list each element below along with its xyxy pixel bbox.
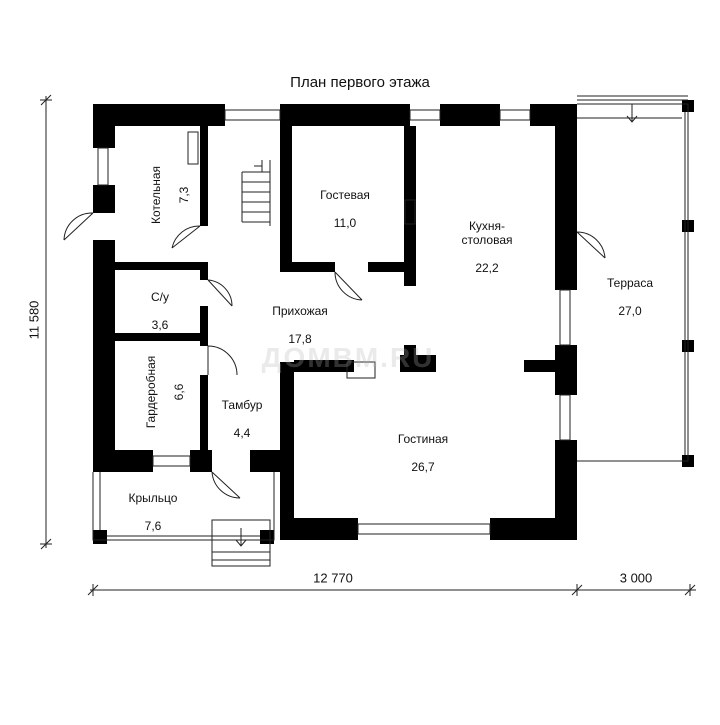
room-name: Котельная xyxy=(149,165,163,225)
room-label-porch: Крыльцо 7,6 xyxy=(129,477,178,533)
wall-bottom-right xyxy=(280,518,358,540)
wall-bottom-left xyxy=(93,450,153,472)
room-name: Гардеробная xyxy=(144,355,158,429)
room-area: 4,4 xyxy=(233,426,251,440)
room-label-kitchen: Кухня- столовая 22,2 xyxy=(462,205,513,275)
thin-lines xyxy=(63,95,689,567)
room-name: Тамбур xyxy=(221,398,263,412)
room-area: 26,7 xyxy=(411,460,435,474)
door-terrace xyxy=(576,231,606,259)
wall-boiler-bottom xyxy=(115,262,208,270)
window-right-2 xyxy=(559,394,571,441)
room-area: 17,8 xyxy=(288,332,312,346)
porch-steps xyxy=(211,519,271,567)
room-area: 22,2 xyxy=(475,261,499,275)
terrace-arrow xyxy=(626,104,638,123)
wall-guest-left xyxy=(280,126,292,272)
porch-arrow xyxy=(235,528,247,547)
window-right-1 xyxy=(559,289,571,346)
wall-left-top xyxy=(93,104,115,148)
wall-wardrobe-right xyxy=(200,306,208,346)
room-label-vestibule: Тамбур 4,4 xyxy=(222,384,263,440)
wall-top-left xyxy=(93,104,225,126)
boiler-unit xyxy=(187,131,199,165)
room-area: 6,6 xyxy=(172,383,186,401)
wall-wc-right xyxy=(200,262,208,280)
terrace-rail xyxy=(577,112,686,455)
door-wardrobe xyxy=(207,345,238,376)
wall-top-mid2 xyxy=(440,104,500,126)
window-left-1 xyxy=(97,147,109,186)
room-name: Прихожая xyxy=(272,304,328,318)
stairs xyxy=(241,160,271,226)
room-label-boiler: Котельная 7,3 xyxy=(135,166,191,224)
room-label-hall: Прихожая 17,8 xyxy=(272,290,328,346)
wall-living-top xyxy=(294,360,354,372)
room-area: 3,6 xyxy=(151,318,169,332)
wall-left-low xyxy=(93,240,115,472)
dimension-lines xyxy=(40,94,696,596)
room-name: Гостиная xyxy=(397,432,449,446)
door-guest xyxy=(334,271,363,301)
wall-wc-bottom xyxy=(115,333,208,341)
wall-guest-bottom1 xyxy=(280,262,335,272)
room-name: Кухня- столовая xyxy=(461,219,513,247)
wall-bottom-right2 xyxy=(490,518,577,540)
dimension-width-main: 12 770 xyxy=(313,570,353,586)
porch-outline xyxy=(92,472,275,541)
wall-right-low xyxy=(555,440,577,540)
room-name: Крыльцо xyxy=(128,491,178,505)
room-label-living: Гостиная 26,7 xyxy=(398,418,448,474)
porch-post-left xyxy=(93,530,107,544)
porch-steps-lines xyxy=(212,551,270,561)
room-name: Терраса xyxy=(606,276,654,290)
dim-line-width xyxy=(87,584,696,596)
wall-right-pier xyxy=(555,268,577,290)
door-wc xyxy=(207,279,233,307)
wall-living-top3 xyxy=(404,345,416,359)
dimension-height: 11 580 xyxy=(26,300,42,340)
wall-top-mid1 xyxy=(280,104,410,126)
wall-kitchen-pier xyxy=(524,360,577,372)
room-label-wardrobe: Гардеробная 6,6 xyxy=(130,356,186,429)
door-boiler xyxy=(171,225,201,249)
porch-post-right xyxy=(260,530,274,544)
wall-tambur-left xyxy=(200,375,208,472)
room-label-guest: Гостевая 11,0 xyxy=(320,174,370,230)
room-label-terrace: Терраса 27,0 xyxy=(607,262,653,318)
dim-line-height xyxy=(40,94,52,550)
wall-right-top xyxy=(555,104,577,269)
wall-living-top2 xyxy=(400,355,436,372)
room-area: 27,0 xyxy=(618,304,642,318)
porch-rail xyxy=(99,472,260,537)
window-top-2 xyxy=(409,109,441,121)
window-top-1 xyxy=(224,109,281,121)
room-name: С/у xyxy=(151,290,169,304)
door-tambur xyxy=(211,471,241,499)
wall-guest-bottom2 xyxy=(368,262,416,272)
kitchen-unit xyxy=(404,199,416,225)
room-area: 7,6 xyxy=(144,519,162,533)
room-label-wc: С/у 3,6 xyxy=(151,276,169,332)
room-name: Гостевая xyxy=(320,188,370,202)
terrace-top-steps xyxy=(577,95,688,101)
window-top-3 xyxy=(499,109,531,121)
wall-boiler-right xyxy=(200,126,208,226)
dimension-width-terrace: 3 000 xyxy=(619,570,653,586)
wall-tambur-right xyxy=(250,450,294,472)
walls xyxy=(93,100,694,544)
door-boiler-exterior xyxy=(63,212,94,241)
window-bottom-2 xyxy=(357,523,491,535)
window-bottom-1 xyxy=(152,455,191,467)
room-area: 11,0 xyxy=(333,216,357,230)
room-area: 7,3 xyxy=(177,186,191,204)
windows xyxy=(97,109,571,535)
wall-guest-right xyxy=(404,126,416,286)
watermark: ДОМВМ.RU xyxy=(261,342,435,373)
wall-left-mid xyxy=(93,185,115,213)
plan-title: План первого этажа xyxy=(290,74,430,91)
fireplace-unit xyxy=(346,361,376,379)
